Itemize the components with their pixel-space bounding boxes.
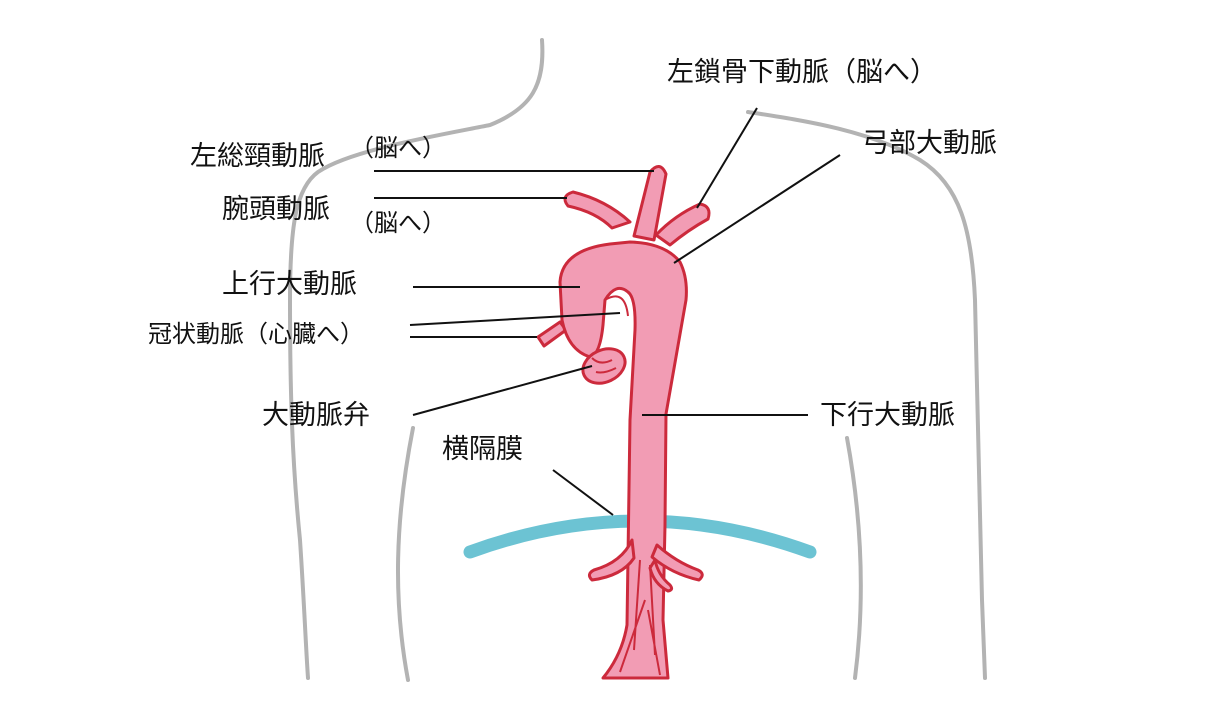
label-diaphragm: 横隔膜 bbox=[442, 434, 523, 465]
abdominal-branch-right bbox=[650, 543, 704, 582]
label-aortic-valve: 大動脈弁 bbox=[262, 400, 370, 431]
abdominal-branches bbox=[587, 538, 636, 582]
label-left-common-carotid-note: （脳へ） bbox=[350, 134, 446, 162]
brachiocephalic-vessel bbox=[563, 190, 632, 230]
leader-diaphragm bbox=[552, 469, 614, 516]
label-coronary-artery: 冠状動脈（心臓へ） bbox=[148, 320, 364, 348]
label-left-subclavian: 左鎖骨下動脈（脳へ） bbox=[667, 57, 937, 88]
aortic-valve-shape bbox=[581, 347, 627, 385]
label-aortic-arch: 弓部大動脈 bbox=[862, 128, 997, 159]
leader-left-subclavian bbox=[696, 107, 758, 209]
aortic-arch-and-descending bbox=[558, 240, 688, 680]
body-outline bbox=[288, 38, 987, 682]
left-subclavian-vessel bbox=[654, 202, 711, 247]
label-brachiocephalic: 腕頭動脈 bbox=[222, 194, 330, 225]
label-descending-aorta: 下行大動脈 bbox=[820, 400, 955, 431]
label-ascending-aorta: 上行大動脈 bbox=[222, 269, 357, 300]
inner-lines bbox=[591, 295, 661, 676]
abdominal-branch-small bbox=[648, 558, 674, 593]
leader-coronary-a bbox=[409, 312, 621, 326]
leader-lines bbox=[374, 107, 841, 516]
label-brachiocephalic-note: （脳へ） bbox=[350, 209, 446, 237]
leader-aortic-arch bbox=[673, 154, 841, 264]
aorta bbox=[536, 165, 711, 680]
label-left-common-carotid: 左総頸動脈 bbox=[190, 141, 325, 172]
leader-aortic-valve bbox=[412, 365, 593, 416]
